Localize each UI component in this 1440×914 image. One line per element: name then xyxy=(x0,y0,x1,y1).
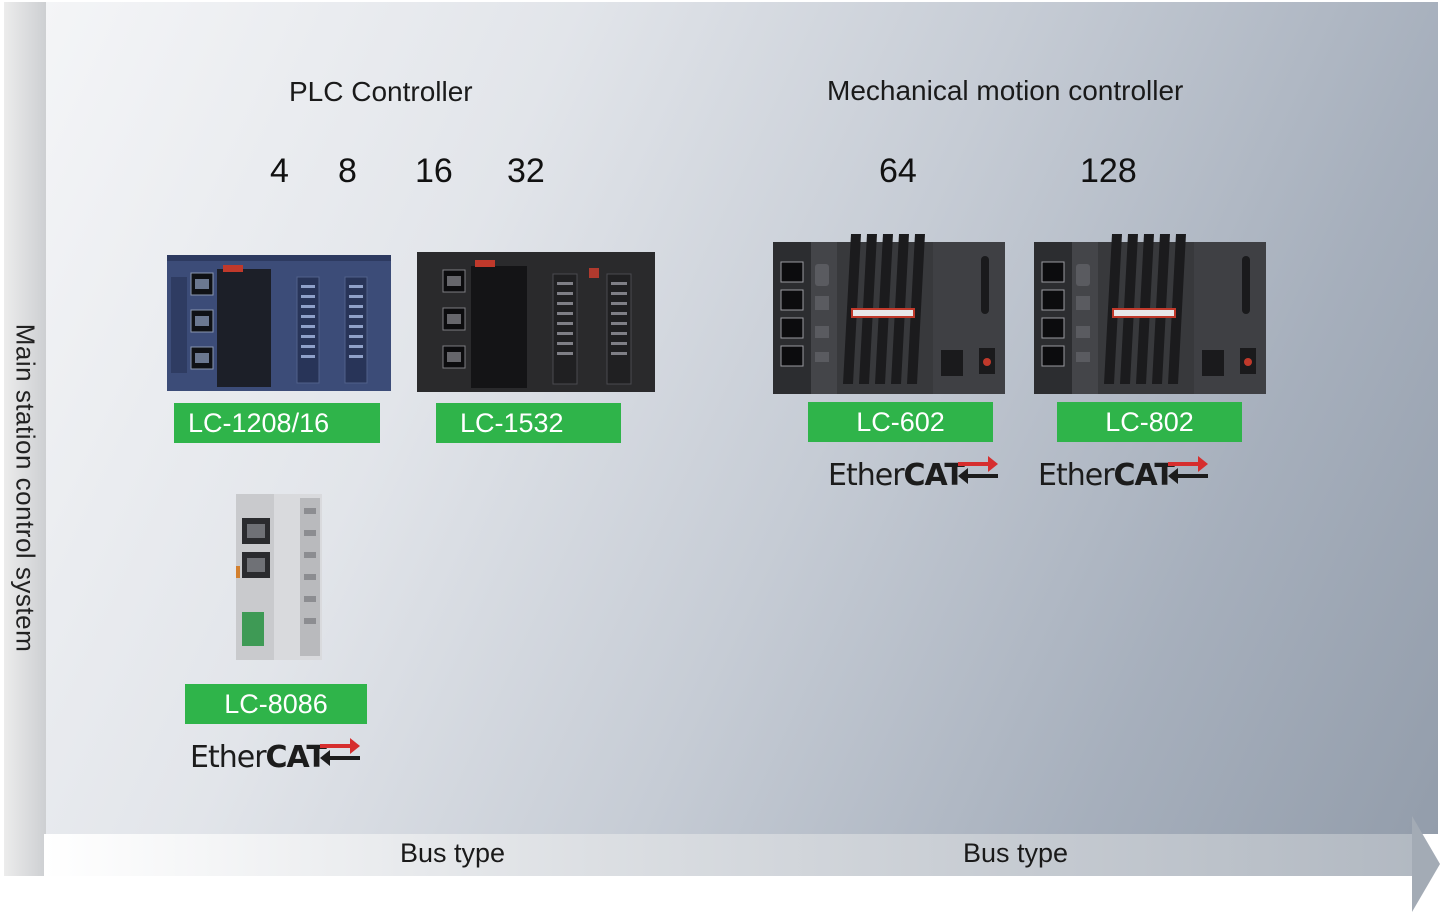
model-tag-lc-602: LC-602 xyxy=(808,402,993,442)
x-axis-bar xyxy=(44,834,1414,876)
y-axis-bar xyxy=(4,2,46,876)
x-axis-label-right: Bus type xyxy=(963,838,1069,868)
axis-count-64: 64 xyxy=(879,152,917,190)
model-tag-lc-1208-16: LC-1208/16 xyxy=(174,403,380,443)
ethercat-logo-ether: Ether xyxy=(190,740,267,775)
axis-count-4: 4 xyxy=(270,152,289,190)
ethercat-logo-ether: Ether xyxy=(1038,458,1115,493)
x-axis-arrowhead xyxy=(1412,816,1440,912)
ethercat-logo-cat: CAT xyxy=(903,458,965,493)
ethercat-logo: EtherCAT xyxy=(1038,456,1208,493)
axis-count-16: 16 xyxy=(415,152,453,190)
ethercat-logo: EtherCAT xyxy=(190,738,360,775)
model-tag-lc-8086: LC-8086 xyxy=(185,684,367,724)
plc-module-blue-icon xyxy=(167,255,391,391)
axis-count-8: 8 xyxy=(338,152,357,190)
ethercat-coupler-icon xyxy=(236,494,322,660)
ethercat-logo-ether: Ether xyxy=(828,458,905,493)
x-axis-label-left: Bus type xyxy=(400,838,506,868)
axis-count-32: 32 xyxy=(507,152,545,190)
model-tag-lc-1532: LC-1532 xyxy=(436,403,621,443)
y-axis-label: Main station control system xyxy=(10,323,41,653)
model-tag-lc-802: LC-802 xyxy=(1057,402,1242,442)
axis-count-128: 128 xyxy=(1080,152,1137,190)
motion-controller-icon xyxy=(773,234,1005,394)
ethercat-logo-cat: CAT xyxy=(265,740,327,775)
ethercat-logo: EtherCAT xyxy=(828,456,998,493)
motion-section-title: Mechanical motion controller xyxy=(827,75,1184,106)
plc-section-title: PLC Controller xyxy=(289,76,473,107)
ethercat-logo-cat: CAT xyxy=(1113,458,1175,493)
plc-module-dark-icon xyxy=(417,252,655,392)
ethercat-arrows-icon xyxy=(320,738,360,766)
ethercat-arrows-icon xyxy=(1168,456,1208,484)
ethercat-arrows-icon xyxy=(958,456,998,484)
motion-controller-icon xyxy=(1034,234,1266,394)
